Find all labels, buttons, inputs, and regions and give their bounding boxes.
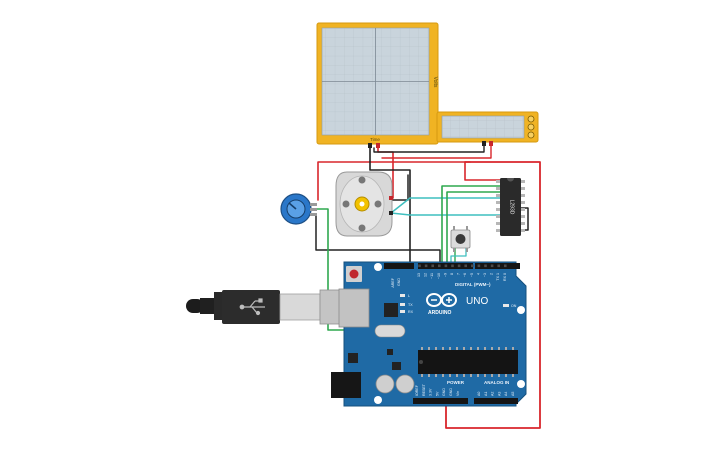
- digital-pin-socket[interactable]: [490, 264, 494, 268]
- analog-header-label: ANALOG IN: [484, 380, 509, 385]
- pushbutton[interactable]: [450, 226, 471, 252]
- wire-black-scope[interactable]: [369, 145, 411, 263]
- digital-pin-socket[interactable]: [504, 264, 507, 268]
- aref-label: AREF: [391, 277, 395, 287]
- digital-pin-label: 8: [450, 273, 454, 275]
- wire-red-vin[interactable]: [445, 161, 541, 429]
- digital-pin-label: 13: [417, 273, 421, 277]
- l-label: L: [408, 294, 410, 298]
- digital-pin-label: ~3: [483, 273, 487, 277]
- ic-label: L293D: [509, 200, 515, 215]
- analog-pin-label: A4: [504, 392, 508, 396]
- power-pin-label: GND: [449, 388, 453, 396]
- digital-pin-socket[interactable]: [418, 264, 421, 268]
- usb-cable[interactable]: [186, 289, 345, 325]
- digital-pin-socket[interactable]: [451, 264, 454, 268]
- digital-pin-label: ~9: [443, 273, 447, 277]
- arduino-logo: [426, 293, 457, 307]
- scope-knobs[interactable]: [527, 115, 535, 139]
- l293d-ic[interactable]: L293D: [496, 178, 525, 236]
- analog-header[interactable]: [474, 398, 518, 404]
- digital-pin-socket[interactable]: [431, 264, 434, 268]
- brand-label: ARDUINO: [428, 310, 451, 316]
- power-pin-label: 3.3V: [429, 388, 433, 396]
- wire-black-pot[interactable]: [315, 213, 441, 263]
- analog-pin-label: A1: [484, 392, 488, 396]
- dc-motor[interactable]: [335, 171, 393, 237]
- model-label: UNO: [466, 296, 488, 307]
- gnd-label: GND: [397, 278, 401, 286]
- digital-pin-label: TX 1: [496, 273, 500, 281]
- power-pin-label: Vin: [456, 391, 460, 396]
- digital-pin-socket[interactable]: [477, 264, 481, 268]
- on-label: ON: [511, 304, 517, 308]
- digital-pin-socket[interactable]: [484, 264, 487, 268]
- potentiometer[interactable]: [280, 193, 317, 225]
- button-icon[interactable]: [455, 234, 466, 244]
- analog-pin-label: A2: [491, 392, 495, 396]
- digital-pin-label: ~5: [470, 273, 474, 277]
- oscilloscope[interactable]: Volts Time: [316, 22, 539, 148]
- scope-x-axis-label: Time: [370, 137, 380, 142]
- analog-pin-label: A0: [477, 392, 481, 396]
- power-header-label: POWER: [447, 380, 465, 385]
- rx-label: RX: [408, 310, 414, 314]
- wire-green-1[interactable]: [441, 185, 501, 265]
- digital-pin-label: ~10: [437, 273, 441, 279]
- digital-pin-socket[interactable]: [438, 264, 441, 268]
- wire-teal-1[interactable]: [390, 197, 501, 214]
- power-pin-label: IOREF: [415, 384, 419, 396]
- usb-icon: [239, 298, 265, 316]
- digital-pin-socket[interactable]: [424, 264, 428, 268]
- power-pin-label: 5V: [435, 391, 439, 396]
- digital-pin-label: ~11: [430, 273, 434, 279]
- digital-pin-socket[interactable]: [444, 264, 448, 268]
- digital-header-label: DIGITAL (PWM~): [455, 282, 491, 287]
- wire-teal-2[interactable]: [390, 212, 501, 216]
- power-pin-label: RESET: [422, 383, 426, 396]
- tx-label: TX: [408, 303, 413, 307]
- digital-pin-socket[interactable]: [457, 264, 461, 268]
- digital-pin-socket[interactable]: [464, 264, 467, 268]
- digital-pin-label: 7: [457, 273, 461, 275]
- digital-pin-socket[interactable]: [497, 264, 500, 268]
- analog-pin-label: A5: [511, 392, 515, 396]
- power-pin-label: GND: [442, 388, 446, 396]
- wire-red-top[interactable]: [317, 161, 471, 201]
- wire-green-2[interactable]: [446, 191, 501, 265]
- digital-pin-label: ~6: [463, 273, 467, 277]
- digital-pin-label: RX 0: [503, 273, 507, 281]
- digital-pin-label: 2: [490, 273, 494, 275]
- wire-red-ext[interactable]: [381, 143, 492, 159]
- power-header[interactable]: [413, 398, 468, 404]
- wire-red-ic[interactable]: [464, 161, 501, 181]
- gear-icon: [354, 196, 370, 212]
- digital-pin-socket[interactable]: [471, 264, 474, 268]
- analog-pin-label: A3: [497, 392, 501, 396]
- wire-black-ext[interactable]: [373, 143, 485, 153]
- digital-pin-label: 4: [476, 273, 480, 275]
- scope-y-axis-label: Volts: [432, 77, 438, 88]
- digital-pin-label: 12: [424, 273, 428, 277]
